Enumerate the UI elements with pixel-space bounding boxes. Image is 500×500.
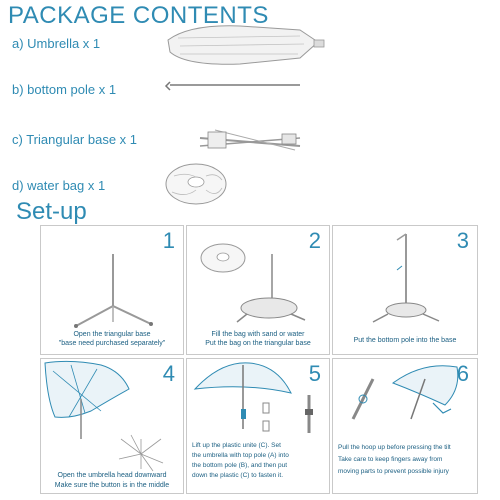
step-caption-line: down the plastic (C) to fasten it. [192, 472, 284, 479]
step-caption-line: moving parts to prevent possible injury [338, 468, 449, 475]
step-caption-line: Fill the bag with sand or water [211, 331, 305, 338]
step-panel-1: 1 Open the triangular base "base need pu… [40, 225, 184, 355]
step-caption-line: Take care to keep fingers away from [338, 456, 443, 463]
step-caption-line: Lift up the plastic unite (C). Set [192, 442, 281, 449]
umbrella-tilt-sketch [351, 365, 459, 420]
step-panel-4: 4 Open the umbrella head downward Make s… [40, 358, 184, 494]
umbrella-open-sketch [44, 360, 164, 472]
package-contents-title: PACKAGE CONTENTS [8, 2, 269, 29]
step-caption-line: Put the bag on the triangular base [205, 340, 311, 347]
umbrella-assembly-sketch [193, 362, 313, 433]
step-panel-5: 5 Lift up the plastic unite (C). Set the… [186, 358, 330, 494]
step-number: 6 [456, 361, 469, 386]
step-number: 3 [456, 228, 469, 253]
setup-title: Set-up [16, 198, 87, 225]
step-caption-line: Open the umbrella head downward [57, 472, 167, 479]
step-caption-line: Put the bottom pole into the base [353, 337, 457, 344]
step-caption-line: Make sure the button is in the middle [54, 482, 170, 489]
step-number: 5 [308, 361, 321, 386]
step-number: 2 [308, 228, 321, 253]
step-panel-3: 3 Put the bottom pole into the base [332, 225, 478, 355]
content-item-triangular-base: c) Triangular base x 1 [12, 132, 138, 147]
step-number: 1 [162, 228, 175, 253]
step-caption-line: "base need purchased separately" [58, 340, 166, 347]
step-panel-6: 6 Pull the hoop up before pressing the t… [332, 358, 478, 494]
content-item-water-bag: d) water bag x 1 [12, 178, 106, 193]
content-item-umbrella: a) Umbrella x 1 [12, 36, 101, 51]
step-panel-2: 2 Fill the bag with sand or water Put th… [186, 225, 330, 355]
triangular-base-sketch [74, 254, 153, 328]
step-caption-line: Open the triangular base [73, 331, 151, 338]
water-bag-sketch [200, 243, 306, 323]
content-item-bottom-pole: b) bottom pole x 1 [12, 82, 117, 97]
bottom-pole-sketch [372, 233, 440, 323]
step-caption-line: the umbrella with top pole (A) into [192, 452, 289, 459]
step-caption-line: the bottom pole (B), and then put [192, 462, 288, 469]
step-caption-line: Pull the hoop up before pressing the til… [338, 444, 451, 451]
step-number: 4 [162, 361, 175, 386]
